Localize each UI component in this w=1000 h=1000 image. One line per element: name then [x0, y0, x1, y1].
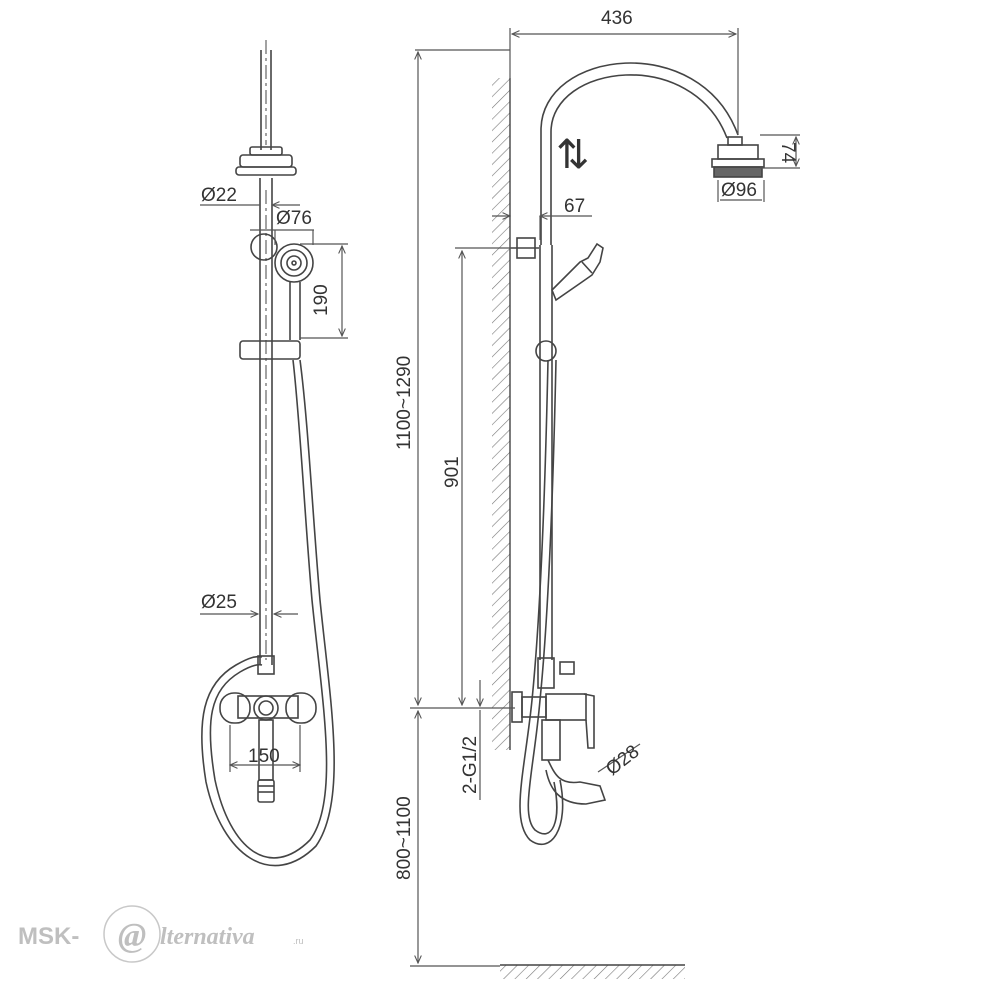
dim-arm-reach: 436 — [601, 8, 633, 29]
dim-rail-length: 901 — [442, 456, 463, 488]
slide-rail — [259, 178, 273, 665]
dim-total-height: 1100~1290 — [394, 356, 415, 450]
watermark-ring — [103, 905, 161, 963]
mixer — [219, 655, 317, 803]
side-hose — [519, 359, 564, 846]
dim-rail-dia: Ø25 — [201, 592, 237, 613]
overhead-shower-head — [235, 146, 297, 176]
side-shower-head — [711, 136, 765, 178]
arch-pipe — [540, 62, 739, 245]
flow-direction-arrows: ⇅ — [556, 133, 590, 177]
watermark-at-sign: @ — [118, 917, 146, 954]
slider-holder — [239, 340, 301, 360]
side-slider — [535, 340, 557, 362]
front-view — [201, 40, 335, 867]
dim-hand-shower-dia: Ø76 — [276, 208, 312, 229]
dim-spout-dia: Ø28 — [602, 741, 643, 780]
dim-wall-offset: 67 — [564, 196, 585, 217]
watermark-domain: .ru — [293, 936, 304, 946]
hand-shower — [274, 243, 314, 340]
floor-hatch — [500, 965, 685, 979]
side-hand-shower — [551, 242, 604, 302]
front-dimensions — [200, 205, 348, 772]
dim-hand-shower-height: 190 — [311, 284, 332, 316]
dim-connection: 2-G1/2 — [460, 736, 481, 794]
dim-head-dia: Ø96 — [721, 180, 757, 201]
watermark-brand-left: MSK- — [18, 923, 79, 950]
wall-hatch — [492, 78, 510, 750]
watermark-brand-right: lternativa — [160, 924, 255, 950]
side-mixer — [511, 657, 607, 805]
shower-hose — [209, 359, 328, 859]
dim-head-pipe-dia: Ø22 — [201, 185, 237, 206]
dim-mount-height: 800~1100 — [394, 796, 415, 880]
watermark-logo: MSK- @ lternativa .ru — [18, 905, 304, 963]
dim-head-height: 74 — [777, 142, 798, 164]
top-pipe — [260, 40, 272, 150]
side-view — [510, 62, 765, 846]
dim-center-distance: 150 — [248, 746, 280, 767]
rail-bracket-top — [250, 233, 278, 261]
side-dimensions — [410, 28, 800, 967]
